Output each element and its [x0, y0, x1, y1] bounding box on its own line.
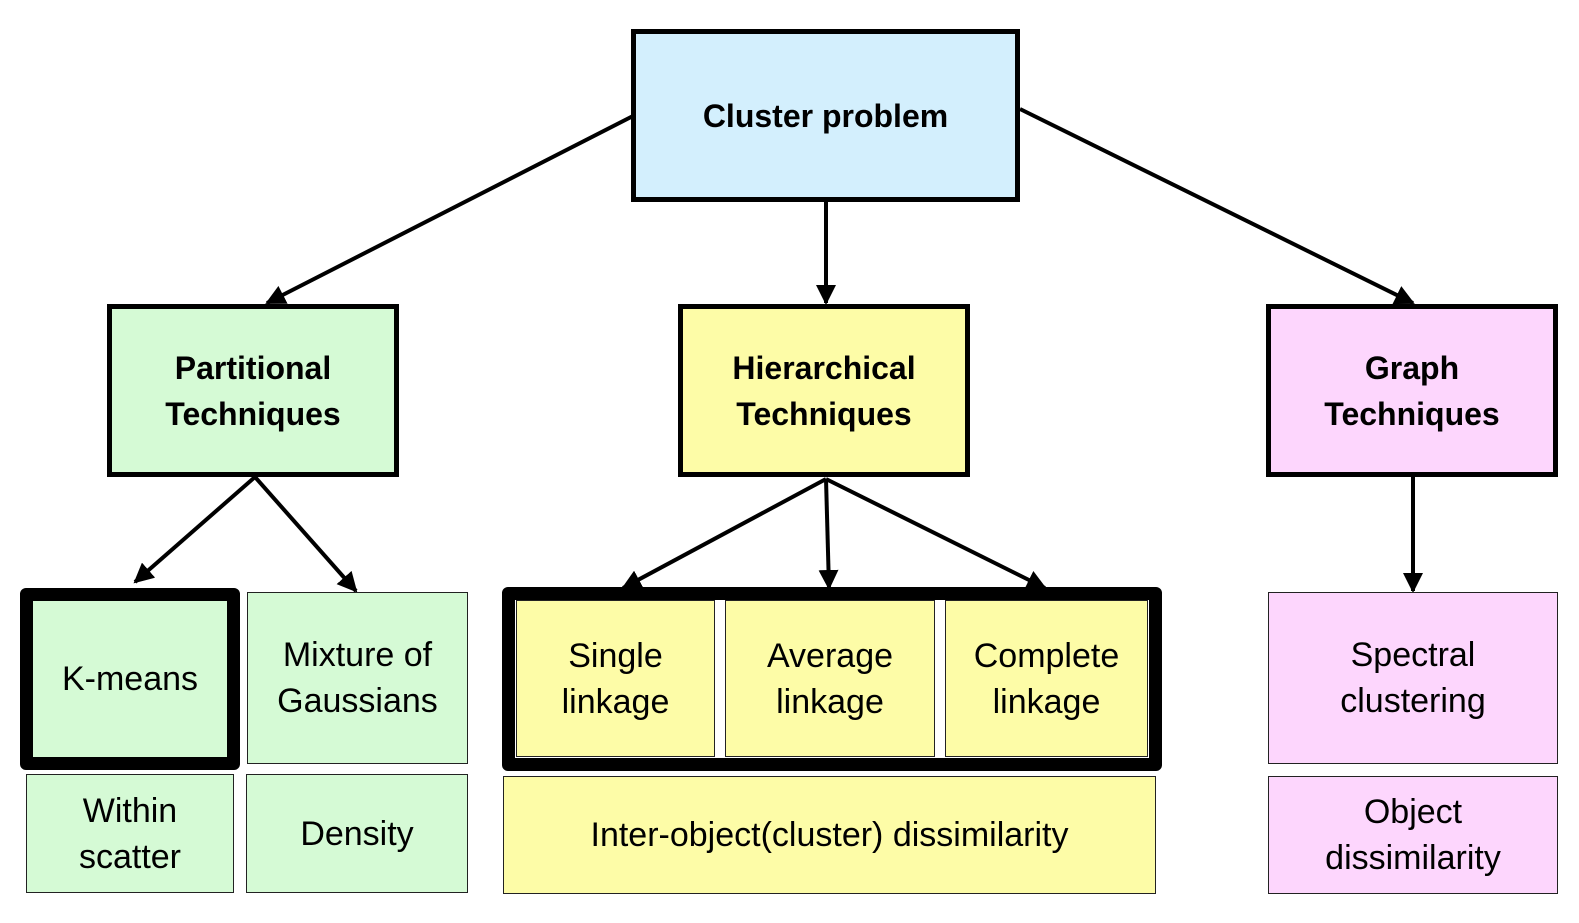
arrow-hierarchical-to-average: [818, 478, 839, 590]
hierarchical-label: Hierarchical Techniques: [732, 349, 916, 432]
partitional-label: Partitional Techniques: [165, 349, 341, 432]
hierarchical-techniques-node: Hierarchical Techniques: [678, 304, 970, 477]
arrow-hierarchical-to-single: [621, 477, 827, 590]
complete-linkage-node: Complete linkage: [945, 600, 1148, 757]
spectral-label: Spectral clustering: [1340, 636, 1486, 720]
arrow-partitional-to-kmeans: [133, 475, 257, 584]
root-label: Cluster problem: [702, 97, 949, 134]
mixture-label: Mixture of Gaussians: [277, 636, 438, 720]
density-node: Density: [246, 774, 468, 893]
arrow-root-to-graph: [1019, 107, 1415, 305]
kmeans-node: K-means: [20, 588, 240, 770]
spectral-clustering-node: Spectral clustering: [1268, 592, 1558, 764]
within-scatter-label: Within scatter: [78, 791, 182, 876]
graph-label: Graph Techniques: [1324, 349, 1500, 432]
inter-object-label: Inter-object(cluster) dissimilarity: [590, 816, 1069, 854]
mixture-of-gaussians-node: Mixture of Gaussians: [247, 592, 468, 764]
single-label: Single linkage: [561, 636, 670, 721]
arrow-partitional-to-mixture: [253, 475, 358, 593]
average-linkage-node: Average linkage: [725, 600, 935, 757]
kmeans-label: K-means: [61, 660, 199, 698]
graph-techniques-node: Graph Techniques: [1266, 304, 1558, 477]
density-label: Density: [300, 814, 414, 853]
arrow-hierarchical-to-complete: [825, 477, 1047, 590]
arrow-root-to-partitional: [265, 114, 634, 305]
complete-label: Complete linkage: [973, 636, 1120, 721]
object-dissimilarity-label: Object dissimilarity: [1325, 793, 1501, 877]
within-scatter-node: Within scatter: [26, 774, 234, 893]
inter-object-dissimilarity-node: Inter-object(cluster) dissimilarity: [503, 776, 1156, 894]
object-dissimilarity-node: Object dissimilarity: [1268, 776, 1558, 894]
partitional-techniques-node: Partitional Techniques: [107, 304, 399, 477]
root-node: Cluster problem: [631, 29, 1020, 202]
single-linkage-node: Single linkage: [516, 600, 715, 757]
average-label: Average linkage: [766, 636, 894, 721]
